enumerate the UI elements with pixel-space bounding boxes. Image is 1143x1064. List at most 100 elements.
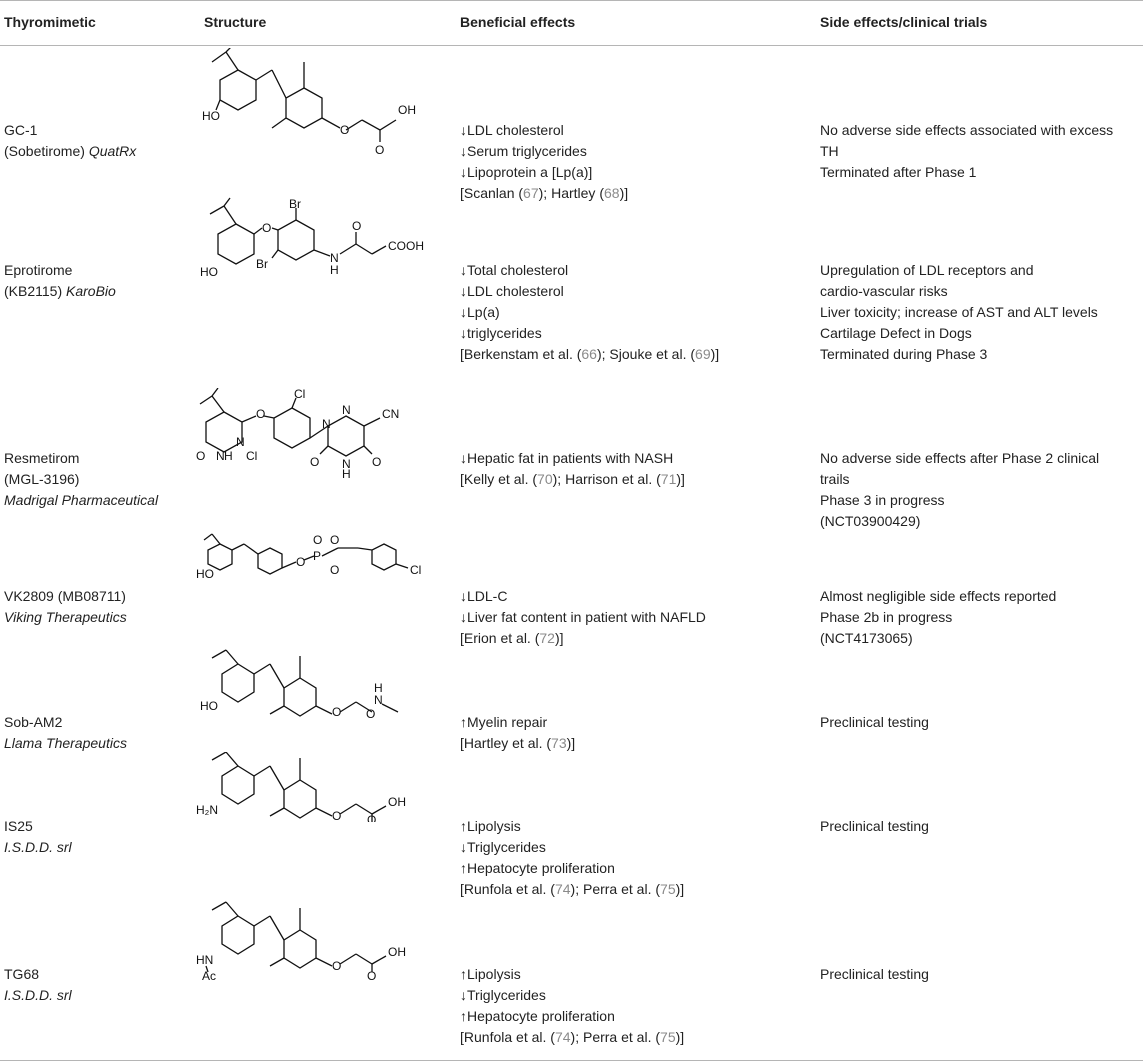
structure-label: H	[342, 467, 351, 478]
table-bottom-rule	[0, 1060, 1143, 1061]
structure-label: O	[310, 455, 319, 469]
benefit-item: ↓LDL cholesterol	[460, 122, 564, 138]
compound-name: Resmetirom	[4, 450, 80, 466]
company-name: QuatRx	[88, 143, 137, 159]
compound-cell: Resmetirom (MGL-3196) Madrigal Pharmaceu…	[4, 448, 194, 511]
structure-label: O	[340, 123, 349, 137]
compound-cell: IS25 I.S.D.D. srl	[4, 816, 194, 858]
structure-label: Cl	[294, 388, 305, 401]
header-side-effects: Side effects/clinical trials	[820, 14, 988, 30]
structure-label: OH	[398, 103, 416, 117]
structure-resmetirom: O Cl N N H O Cl N N CN O N H O	[196, 388, 456, 478]
structure-label: Cl	[410, 563, 421, 577]
reference-link[interactable]: 74	[554, 1029, 571, 1045]
company-name: I.S.D.D. srl	[4, 839, 72, 855]
structure-label: N	[216, 449, 225, 463]
structure-label: HO	[202, 109, 220, 123]
structure-label: HO	[200, 699, 218, 713]
company-name: KaroBio	[66, 283, 116, 299]
structure-label: O	[256, 407, 265, 421]
reference-link[interactable]: 71	[660, 471, 677, 487]
structure-label: O	[332, 809, 341, 822]
header-thyromimetic: Thyromimetic	[4, 14, 96, 30]
benefit-item: ↓Serum triglycerides	[460, 143, 587, 159]
structure-label: N	[330, 251, 339, 265]
structure-label: HN	[196, 953, 213, 967]
compound-alias: (Sobetirome) QuatRx	[4, 143, 137, 159]
reference-line: [Hartley et al. (73)]	[460, 735, 576, 751]
reference-link[interactable]: 72	[539, 630, 555, 646]
structure-label: O	[367, 813, 376, 822]
structure-label: O	[367, 969, 376, 980]
structure-label: O	[313, 533, 322, 547]
reference-link[interactable]: 75	[660, 881, 676, 897]
structure-label: Cl	[246, 449, 257, 463]
compound-cell: VK2809 (MB08711) Viking Therapeutics	[4, 586, 194, 628]
header-beneficial-effects: Beneficial effects	[460, 14, 576, 30]
structure-tg68: HN Ac O O OH	[196, 900, 436, 980]
side-effects-cell: No adverse side effects after Phase 2 cl…	[820, 450, 1100, 529]
reference-link[interactable]: 68	[604, 185, 620, 201]
structure-label: O	[332, 705, 341, 718]
compound-name: Eprotirome	[4, 262, 73, 278]
beneficial-cell: ↓Hepatic fat in patients with NASH [Kell…	[460, 448, 810, 490]
structure-label: Br	[256, 257, 268, 271]
beneficial-cell: ↑Lipolysis ↓Triglycerides ↑Hepatocyte pr…	[460, 964, 810, 1048]
reference-link[interactable]: 70	[537, 471, 553, 487]
side-effects-cell: Preclinical testing	[820, 714, 929, 730]
side-effects-cell: Almost negligible side effects reported …	[820, 588, 1057, 646]
structure-eprotirome: HO O Br Br N H O COOH	[196, 196, 436, 286]
reference-line: [Erion et al. (72)]	[460, 630, 564, 646]
company-name: Madrigal Pharmaceutical	[4, 492, 159, 508]
structure-label: O	[296, 555, 305, 569]
beneficial-cell: ↑Myelin repair [Hartley et al. (73)]	[460, 712, 810, 754]
compound-cell: GC-1 (Sobetirome) QuatRx	[4, 120, 194, 162]
structure-gc1: HO OH O O	[196, 48, 436, 156]
structure-label: O	[196, 449, 205, 463]
compound-name: TG68	[4, 966, 40, 982]
side-effects-cell: Preclinical testing	[820, 818, 929, 834]
structure-label: Ac	[202, 969, 216, 980]
side-effects-cell: No adverse side effects associated with …	[820, 122, 1114, 180]
structure-label: N	[374, 693, 383, 707]
benefit-item: ↓Lipoprotein a [Lp(a)]	[460, 164, 593, 180]
structure-label: O	[352, 219, 361, 233]
structure-label: O	[330, 533, 339, 547]
structure-label: Br	[289, 197, 301, 211]
compound-name: GC-1	[4, 122, 38, 138]
compound-cell: Eprotirome (KB2115) KaroBio	[4, 260, 194, 302]
structure-label: COOH	[388, 239, 424, 253]
reference-line: [Kelly et al. (70); Harrison et al. (71)…	[460, 471, 685, 487]
reference-link[interactable]: 73	[551, 735, 567, 751]
structure-vk2809: HO O P O O O Cl	[196, 530, 446, 580]
side-effects-cell: Preclinical testing	[820, 966, 929, 982]
reference-link[interactable]: 66	[581, 346, 597, 362]
structure-label: P	[313, 549, 321, 563]
company-name: Viking Therapeutics	[4, 609, 127, 625]
structure-label: N	[322, 417, 331, 431]
compound-name: IS25	[4, 818, 33, 834]
compound-cell: Sob-AM2 Llama Therapeutics	[4, 712, 194, 754]
reference-link[interactable]: 75	[660, 1029, 676, 1045]
structure-is25: H₂N O O OH	[196, 752, 436, 822]
reference-link[interactable]: 67	[523, 185, 539, 201]
structure-label: O	[366, 707, 375, 718]
structure-label: O	[332, 959, 341, 973]
company-name: Llama Therapeutics	[4, 735, 127, 751]
compound-alias: (MGL-3196)	[4, 471, 80, 487]
structure-label: H	[374, 681, 383, 695]
reference-link[interactable]: 74	[554, 881, 571, 897]
reference-line: [Berkenstam et al. (66); Sjouke et al. (…	[460, 346, 720, 362]
structure-sob-am2: HO O O N H	[196, 648, 436, 718]
structure-label: O	[262, 221, 271, 235]
reference-link[interactable]: 69	[695, 346, 711, 362]
beneficial-cell: ↓LDL cholesterol ↓Serum triglycerides ↓L…	[460, 120, 810, 204]
structure-label: H₂N	[196, 803, 218, 817]
structure-label: N	[342, 457, 351, 471]
table-header: Thyromimetic Structure Beneficial effect…	[0, 0, 1143, 46]
compound-name: Sob-AM2	[4, 714, 63, 730]
header-structure: Structure	[204, 14, 267, 30]
structure-label: N	[236, 435, 245, 449]
structure-label: HO	[200, 265, 218, 279]
structure-label: O	[372, 455, 381, 469]
